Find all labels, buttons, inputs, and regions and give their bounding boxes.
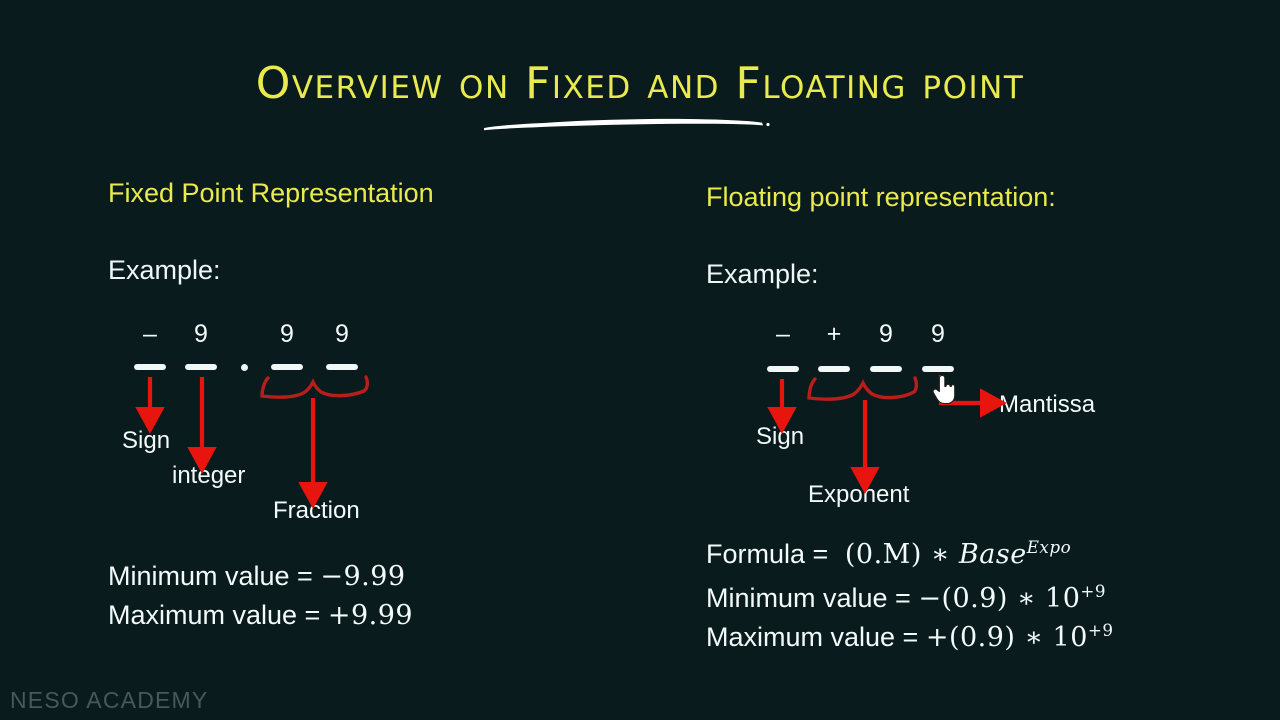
formula-exponent: Expo bbox=[1026, 537, 1072, 557]
formula-label: Formula = bbox=[706, 539, 836, 569]
left-minimum-value-number: −9.99 bbox=[320, 561, 406, 592]
left-slot-rule-4 bbox=[326, 364, 358, 370]
right-slot-rule-4 bbox=[922, 366, 954, 372]
callout-label-exponent: Exponent bbox=[808, 481, 910, 508]
left-column-heading: Fixed Point Representation bbox=[108, 178, 434, 208]
left-slot-char-2: 9 bbox=[194, 320, 208, 348]
right-slot-char-3: 9 bbox=[879, 320, 893, 348]
right-maximum-value-label: Maximum value = bbox=[706, 622, 926, 652]
brace-exponent bbox=[807, 376, 919, 401]
radix-point-dot bbox=[241, 364, 248, 371]
right-column-heading: Floating point representation: bbox=[706, 182, 1056, 212]
right-slot-rule-2 bbox=[818, 366, 850, 372]
right-minimum-base: 10 bbox=[1045, 583, 1081, 614]
callout-label-mantissa: Mantissa bbox=[999, 391, 1096, 418]
formula-mantissa: (0.M) bbox=[844, 539, 922, 570]
left-maximum-value-label: Maximum value = bbox=[108, 600, 328, 630]
right-minimum-value-label: Minimum value = bbox=[706, 583, 919, 613]
right-maximum-mantissa: (0.9) bbox=[948, 622, 1016, 653]
left-slot-char-1: – bbox=[143, 320, 157, 348]
right-slot-rule-3 bbox=[870, 366, 902, 372]
right-minimum-exponent: +9 bbox=[1080, 581, 1107, 601]
right-minimum-mantissa: (0.9) bbox=[941, 583, 1008, 614]
left-slot-char-4: 9 bbox=[335, 320, 349, 348]
watermark: NESO ACADEMY bbox=[10, 687, 209, 713]
right-example-label: Example: bbox=[706, 259, 819, 289]
formula-operator: ∗ bbox=[930, 539, 950, 570]
right-maximum-value-line: Maximum value = +(0.9) ∗ 10+9 bbox=[706, 620, 1114, 653]
right-maximum-exponent: +9 bbox=[1087, 620, 1114, 640]
right-maximum-sign: + bbox=[925, 622, 949, 653]
right-minimum-operator: ∗ bbox=[1017, 583, 1036, 614]
callout-label-fraction: Fraction bbox=[273, 497, 360, 524]
title-underline-stroke bbox=[484, 118, 770, 131]
left-maximum-value-number: +9.99 bbox=[327, 600, 414, 631]
left-slot-char-3: 9 bbox=[280, 320, 294, 348]
callout-label-integer: integer bbox=[172, 462, 246, 489]
right-maximum-operator: ∗ bbox=[1024, 622, 1044, 653]
callout-label-sign-right: Sign bbox=[756, 423, 805, 450]
right-slot-char-4: 9 bbox=[931, 320, 945, 348]
left-slot-rule-3 bbox=[271, 364, 303, 370]
left-slot-rule-2 bbox=[185, 364, 217, 370]
right-minimum-sign: − bbox=[918, 583, 942, 614]
left-minimum-value-label: Minimum value = bbox=[108, 561, 321, 591]
left-example-label: Example: bbox=[108, 255, 221, 285]
left-maximum-value-line: Maximum value = +9.99 bbox=[108, 600, 413, 631]
brace-fraction bbox=[260, 375, 370, 399]
right-slot-rule-1 bbox=[767, 366, 799, 372]
page-title: Overview on Fixed and Floating point bbox=[255, 58, 1025, 109]
left-slot-rule-1 bbox=[134, 364, 166, 370]
left-minimum-value-line: Minimum value = −9.99 bbox=[108, 561, 406, 592]
right-maximum-base: 10 bbox=[1052, 622, 1088, 653]
right-slot-char-2: + bbox=[826, 320, 842, 348]
callout-label-sign-left: Sign bbox=[122, 427, 171, 454]
formula-base: Base bbox=[958, 539, 1027, 570]
right-slot-char-1: – bbox=[776, 320, 790, 348]
right-minimum-value-line: Minimum value = −(0.9) ∗ 10+9 bbox=[706, 581, 1106, 614]
formula-line: Formula = (0.M) ∗ BaseExpo bbox=[706, 537, 1071, 570]
mouse-cursor-hand-icon bbox=[932, 374, 956, 405]
